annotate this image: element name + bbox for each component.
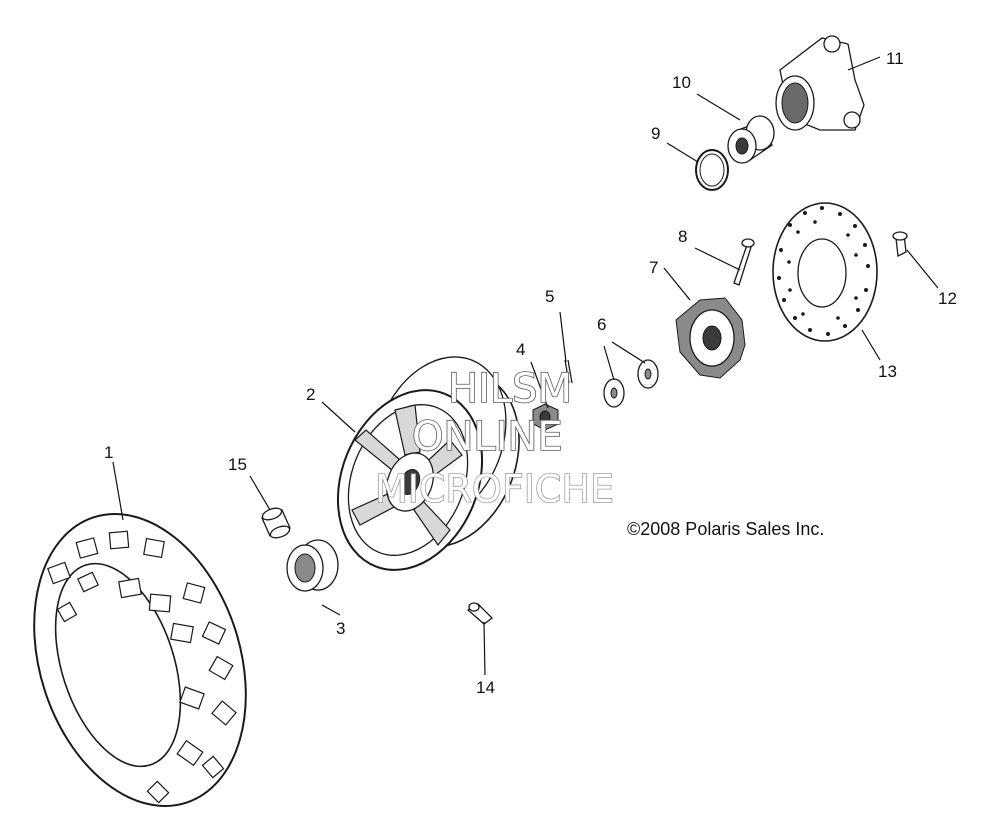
callout-15: 15 (228, 455, 247, 474)
callout-4: 4 (516, 340, 525, 359)
callout-6: 6 (597, 315, 606, 334)
callout-2: 2 (306, 385, 315, 404)
callout-7: 7 (649, 258, 658, 277)
callout-3: 3 (336, 619, 345, 638)
callout-1: 1 (104, 443, 113, 462)
wheel-hub-part (675, 297, 746, 379)
hub-bolt-part (733, 238, 755, 286)
callout-14: 14 (476, 678, 495, 697)
hub-bearing-part (286, 539, 339, 592)
disc-bolt-part (892, 231, 908, 257)
valve-stem-part (466, 602, 493, 625)
wheel-rim-part (336, 356, 520, 571)
callout-5: 5 (545, 287, 554, 306)
lug-nut-part (532, 403, 559, 431)
brake-disc-part (772, 202, 878, 342)
watermark-line-1: HILSM (448, 366, 572, 412)
callout-10: 10 (672, 73, 691, 92)
callout-9: 9 (651, 124, 660, 143)
snap-ring-part (695, 149, 729, 191)
watermark-line-3: MICROFICHE (375, 467, 614, 511)
tire-part (33, 513, 247, 807)
callout-12: 12 (938, 289, 957, 308)
leader-lines (112, 56, 939, 676)
callout-13: 13 (878, 362, 897, 381)
spacer-part (261, 507, 291, 539)
copyright-notice: ©2008 Polaris Sales Inc. (627, 519, 824, 539)
watermark: HILSM ONLINE MICROFICHE (374, 365, 614, 511)
washers-part (603, 359, 659, 408)
callout-8: 8 (678, 227, 687, 246)
callout-labels: 1 2 3 4 5 6 7 8 9 10 11 12 13 14 15 (104, 49, 957, 697)
watermark-line-2: ONLINE (412, 414, 563, 460)
cotter-pin-part (564, 359, 573, 384)
wheel-bearing-part (727, 115, 775, 164)
steering-knuckle-part (775, 35, 865, 131)
callout-11: 11 (886, 49, 904, 68)
